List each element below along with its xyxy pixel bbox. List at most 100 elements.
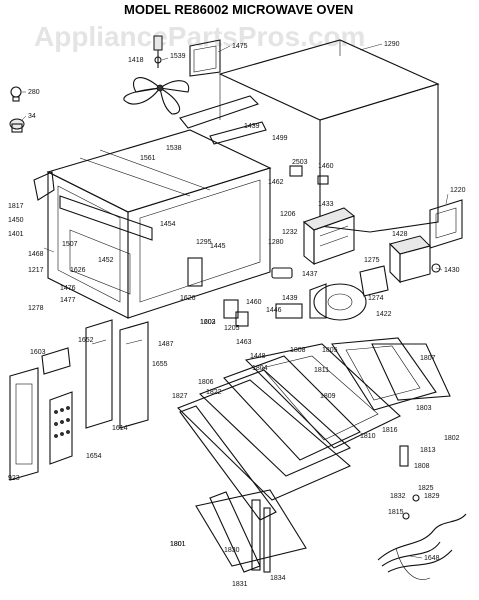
part-label: 1422	[376, 311, 392, 318]
part-label: 1445	[210, 243, 226, 250]
part-label: 1460	[246, 299, 262, 306]
part-label: 1538	[166, 145, 182, 152]
part-label: 1468	[28, 251, 44, 258]
part-label: 1801	[170, 541, 186, 548]
part-label: 1817	[8, 203, 24, 210]
part-label: 1428	[392, 231, 408, 238]
part-label: 1430	[444, 267, 460, 274]
part-label: 1813	[420, 447, 436, 454]
door-choke	[198, 369, 351, 477]
part-label: 1626	[70, 267, 86, 274]
fan-blade	[123, 77, 190, 115]
part-label: 1275	[364, 257, 380, 264]
control-board	[85, 319, 149, 429]
part-label: 1202	[200, 319, 216, 326]
part-label: 2503	[292, 159, 308, 166]
part-label: 1439	[244, 123, 260, 130]
door-inner-panel	[244, 343, 401, 449]
part-label: 1499	[272, 135, 288, 142]
part-labels: 1290 1418 1539 1475 280 34 1439 1499 153…	[8, 41, 466, 588]
fan-motor-screw	[153, 35, 163, 68]
part-label: 1834	[270, 575, 286, 582]
part-label: 1815	[388, 509, 404, 516]
part-label: 1827	[172, 393, 188, 400]
part-label: 1803	[416, 405, 432, 412]
part-label: 1280	[268, 239, 284, 246]
part-label: 1804	[252, 365, 268, 372]
part-label: 1448	[250, 353, 266, 360]
part-label: 1463	[236, 339, 252, 346]
magnetron-bracket	[429, 199, 463, 249]
main-chassis	[46, 129, 272, 319]
wire-harness	[377, 513, 467, 580]
watermark: AppliancePartsPros.com	[34, 21, 365, 52]
part-label: 1439	[282, 295, 298, 302]
part-label: 1811	[314, 367, 329, 374]
part-label: 1232	[282, 229, 298, 236]
part-label: 1476	[60, 285, 76, 292]
transformer	[302, 207, 356, 266]
thermostat	[289, 165, 329, 185]
part-label: 1206	[280, 211, 296, 218]
part-label: 1801	[170, 541, 186, 548]
door-glass	[223, 355, 361, 461]
part-label: 1808	[414, 463, 430, 470]
part-label: 1454	[160, 221, 176, 228]
part-label: 1603	[200, 319, 216, 326]
part-label: 1654	[86, 453, 102, 460]
part-label: 923	[8, 475, 20, 482]
door-outer-frame	[177, 379, 352, 501]
part-label: 1539	[170, 53, 186, 60]
part-label: 1808	[290, 347, 306, 354]
door-window-screen	[331, 337, 437, 411]
part-label: 280	[28, 89, 40, 96]
blower-fan	[309, 283, 367, 321]
part-label: 1460	[318, 163, 334, 170]
part-label: 1295	[196, 239, 212, 246]
top-bracket	[179, 95, 267, 145]
part-label: 1278	[28, 305, 44, 312]
leader-lines	[21, 43, 449, 559]
part-label: 1475	[232, 43, 248, 50]
part-label: 1614	[112, 425, 128, 432]
part-label: 1205	[224, 325, 240, 332]
left-bracket	[33, 171, 55, 201]
control-panel-frame	[9, 367, 39, 481]
part-label: 1802	[444, 435, 460, 442]
part-label: 1477	[60, 297, 76, 304]
part-label: 1626	[180, 295, 196, 302]
part-label: 1462	[268, 179, 284, 186]
part-label: 1830	[224, 547, 240, 554]
part-label: 1450	[8, 217, 24, 224]
diagram-title: MODEL RE86002 MICROWAVE OVEN	[124, 2, 353, 17]
part-label: 1418	[128, 57, 144, 64]
door-trim	[179, 405, 307, 573]
part-label: 1220	[450, 187, 466, 194]
part-label: 1825	[418, 485, 434, 492]
interlock-switches	[187, 257, 249, 327]
display-window	[41, 347, 71, 375]
part-label: 1809	[320, 393, 336, 400]
door-latch	[399, 445, 420, 520]
part-label: 1806	[198, 379, 214, 386]
door-outer-glass	[371, 343, 451, 401]
part-label: 1217	[28, 267, 44, 274]
bulb-socket	[9, 118, 25, 133]
part-label: 1433	[318, 201, 334, 208]
part-label: 1655	[152, 361, 168, 368]
part-label: 1561	[140, 155, 156, 162]
filter-panel	[189, 39, 221, 77]
door-handle	[251, 499, 271, 573]
part-label: 1807	[420, 355, 436, 362]
part-label: 1810	[360, 433, 376, 440]
part-label: 1831	[232, 581, 248, 588]
outer-cabinet	[218, 39, 440, 233]
part-label: 1822	[206, 389, 222, 396]
part-label: 1652	[78, 337, 94, 344]
keypad	[49, 391, 73, 465]
inner-door-frame	[59, 195, 153, 295]
part-label: 1829	[424, 493, 440, 500]
part-label: 1274	[368, 295, 384, 302]
light-bulb	[10, 86, 22, 102]
